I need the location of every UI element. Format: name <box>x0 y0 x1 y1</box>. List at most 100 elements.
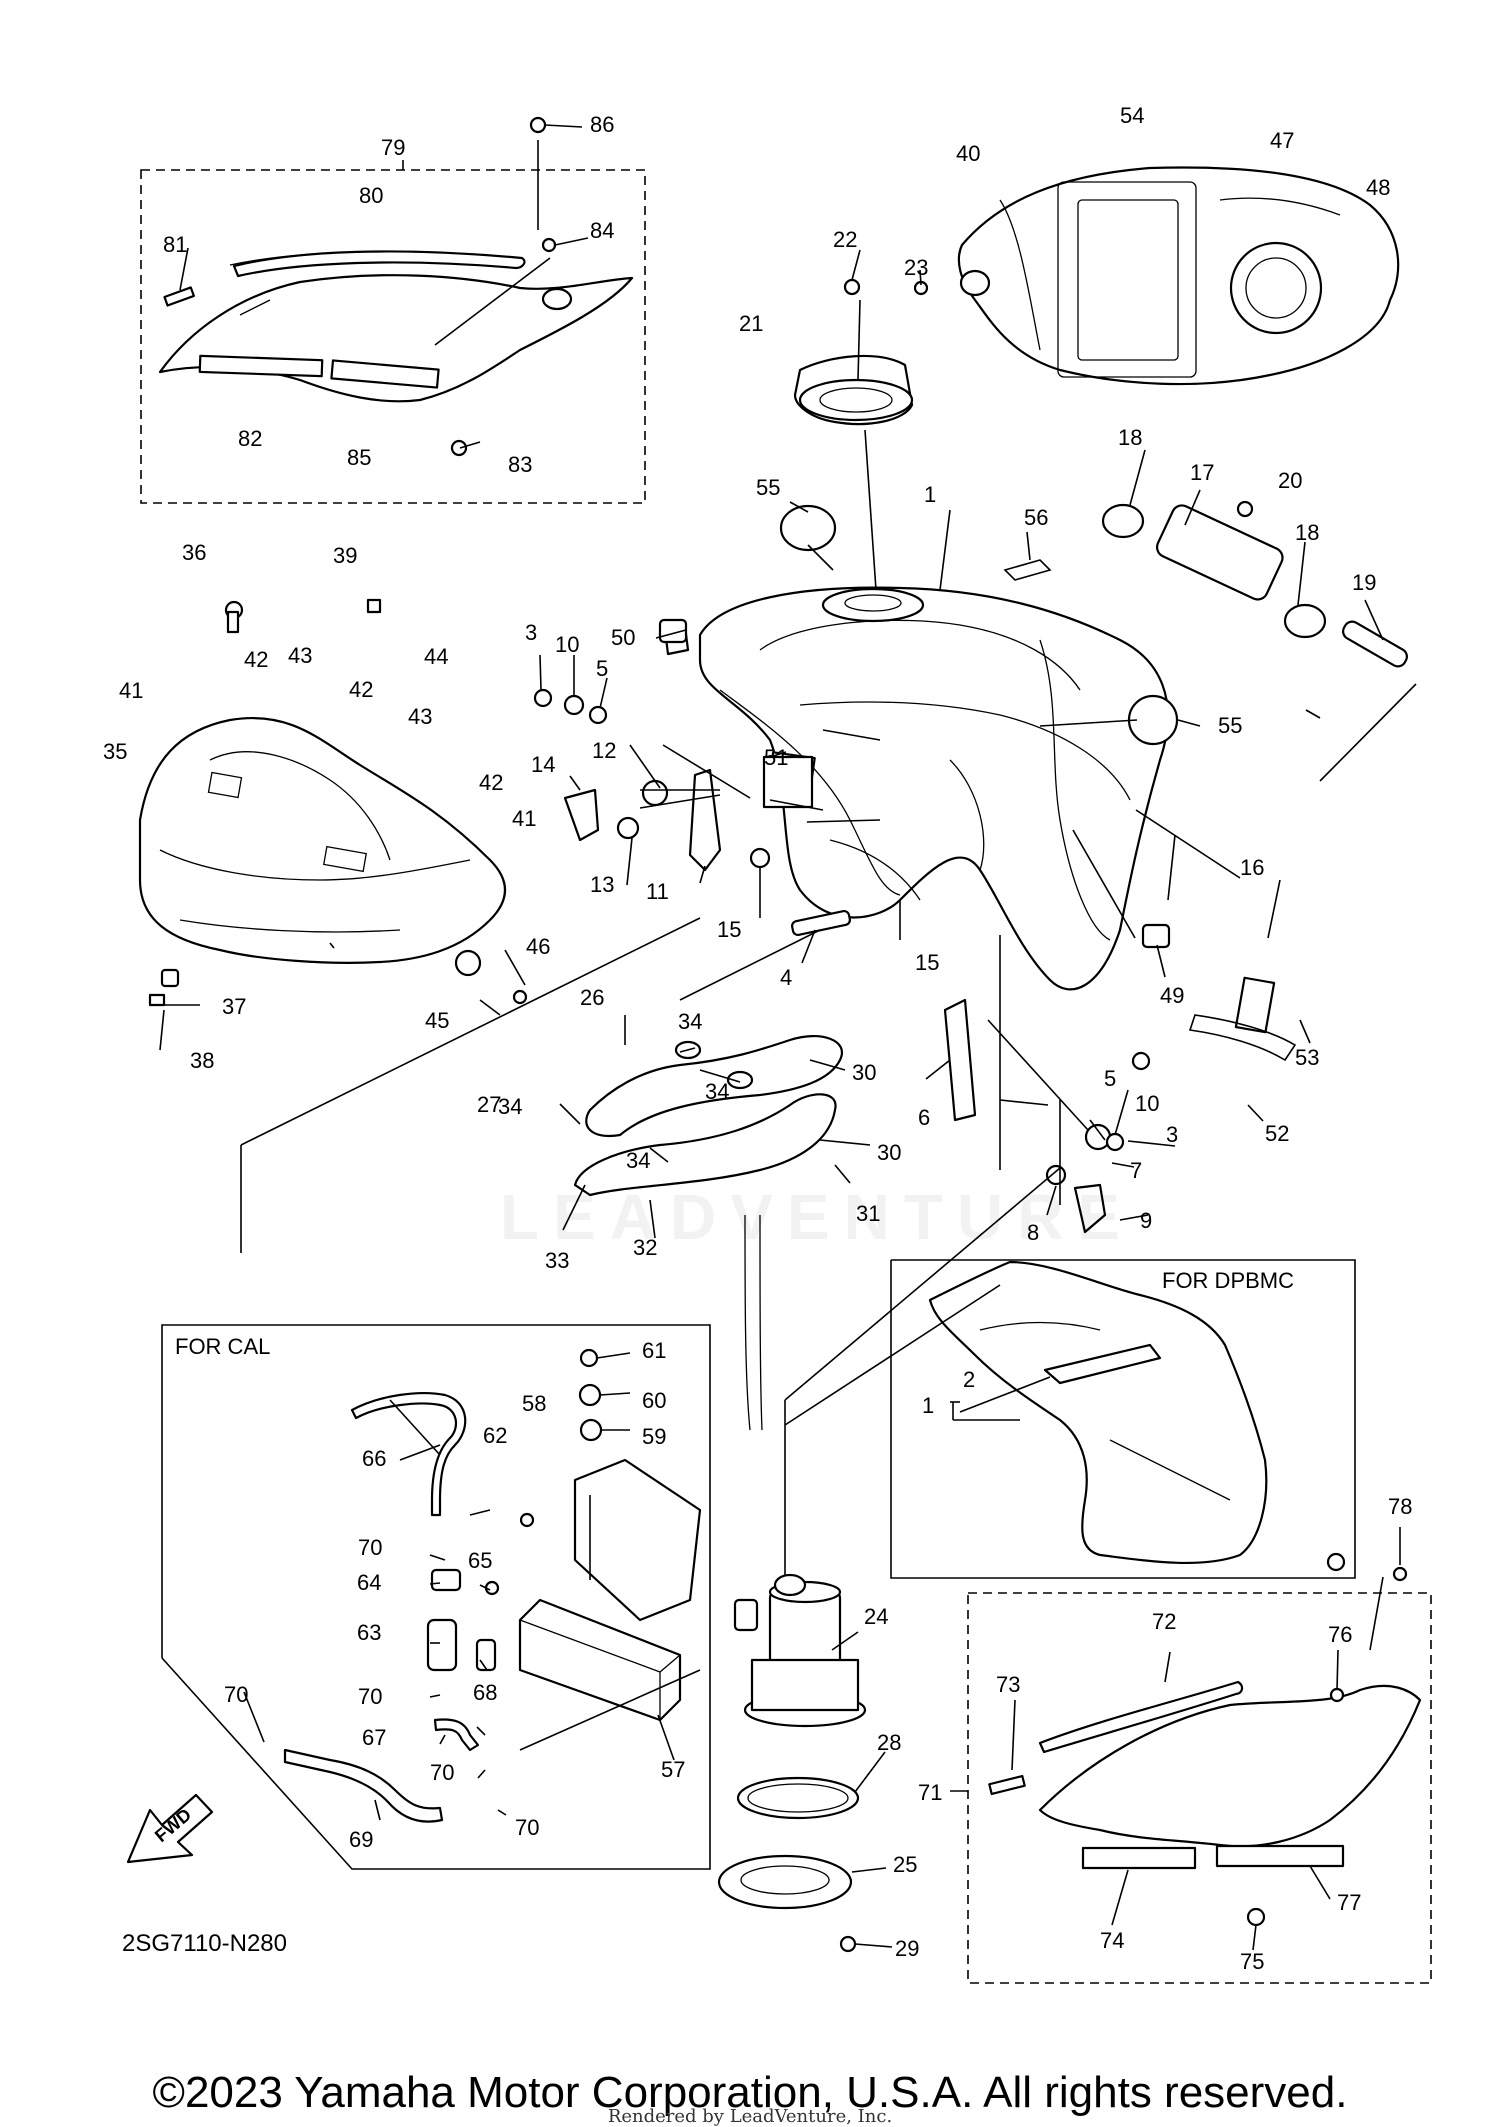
fuel-pump-plate <box>717 1854 853 1910</box>
callout-11: 11 <box>646 879 669 904</box>
callout-28: 28 <box>877 1730 901 1755</box>
callout-22: 22 <box>833 227 857 252</box>
callout-63: 63 <box>357 1620 381 1645</box>
callout-14: 14 <box>531 752 555 777</box>
callout-34c: 34 <box>498 1094 522 1119</box>
callout-19: 19 <box>1352 570 1376 595</box>
callout-37: 37 <box>222 994 246 1019</box>
callout-18a: 18 <box>1118 425 1142 450</box>
callout-58: 58 <box>522 1391 546 1416</box>
callout-70b: 70 <box>358 1684 382 1709</box>
dpbmc-tank-view <box>928 1260 1268 1564</box>
callout-20: 20 <box>1278 468 1302 493</box>
callout-76: 76 <box>1328 1622 1352 1647</box>
callout-70c: 70 <box>224 1682 248 1707</box>
callout-40: 40 <box>956 141 980 166</box>
callout-42a: 42 <box>244 647 268 672</box>
callout-68: 68 <box>473 1680 497 1705</box>
callout-6: 6 <box>918 1105 930 1130</box>
callout-79: 79 <box>381 135 405 160</box>
callout-38: 38 <box>190 1048 214 1073</box>
callout-52: 52 <box>1265 1121 1289 1146</box>
side-cover-lower <box>988 1680 1422 1870</box>
callout-81: 81 <box>163 232 187 257</box>
hose-67 <box>433 1718 480 1752</box>
callout-18b: 18 <box>1295 520 1319 545</box>
callout-69: 69 <box>349 1827 373 1852</box>
callout-5b: 5 <box>1104 1066 1116 1091</box>
callout-54: 54 <box>1120 103 1144 128</box>
callout-34d: 34 <box>626 1148 650 1173</box>
callout-36: 36 <box>182 540 206 565</box>
callout-60: 60 <box>642 1388 666 1413</box>
callout-65: 65 <box>468 1548 492 1573</box>
callout-26: 26 <box>580 985 604 1010</box>
callout-85: 85 <box>347 445 371 470</box>
callout-55b: 55 <box>1218 713 1242 738</box>
hose-69 <box>283 1748 444 1823</box>
callout-55a: 55 <box>756 475 780 500</box>
callout-33: 33 <box>545 1248 569 1273</box>
fuel-tank <box>698 586 1169 991</box>
fuel-pump-plate-inner <box>740 1865 830 1895</box>
side-cover-upper <box>158 250 634 403</box>
callout-17: 17 <box>1190 460 1214 485</box>
rendered-by-note: Rendered by LeadVenture, Inc. <box>607 2106 893 2127</box>
callout-34b: 34 <box>705 1079 729 1104</box>
callout-67: 67 <box>362 1725 386 1750</box>
diagram-code: 2SG7110-N280 <box>122 1930 287 1957</box>
side-cover-left-dashed-box <box>140 169 646 504</box>
canister <box>518 1598 682 1722</box>
callout-70d: 70 <box>430 1760 454 1785</box>
callout-9: 9 <box>1140 1208 1152 1233</box>
callout-numbers: 1 1 2 3 3 4 5 5 6 7 8 9 10 10 11 12 13 1… <box>103 103 1412 1974</box>
callout-35: 35 <box>103 739 127 764</box>
canister-bracket <box>573 1458 702 1622</box>
tank-cover-assembly <box>957 166 1400 386</box>
callout-41a: 41 <box>119 678 143 703</box>
callout-27: 27 <box>477 1092 501 1117</box>
callout-30a: 30 <box>852 1060 876 1085</box>
callout-80: 80 <box>359 183 383 208</box>
side-cover-right-dashed-box <box>967 1592 1432 1984</box>
callout-50: 50 <box>611 625 635 650</box>
callout-16: 16 <box>1240 855 1264 880</box>
fuel-pump-gasket <box>736 1776 860 1820</box>
callout-4: 4 <box>780 965 792 990</box>
fuel-pump <box>733 1573 867 1728</box>
callout-7: 7 <box>1130 1158 1142 1183</box>
callout-61: 61 <box>642 1338 666 1363</box>
callout-45: 45 <box>425 1008 449 1033</box>
callout-3a: 3 <box>525 620 537 645</box>
breather-hose-set <box>573 1035 843 1431</box>
hose-66 <box>350 1392 467 1517</box>
callout-46: 46 <box>526 934 550 959</box>
callout-10a: 10 <box>555 632 579 657</box>
callout-59: 59 <box>642 1424 666 1449</box>
callout-82: 82 <box>238 426 262 451</box>
sheet-56 <box>1003 559 1052 581</box>
callout-57: 57 <box>661 1757 685 1782</box>
fuel-filter-63 <box>426 1618 458 1672</box>
leader-lines <box>159 124 1417 1951</box>
fuel-pump-gasket-inner <box>747 1783 849 1813</box>
callout-83: 83 <box>508 452 532 477</box>
callout-29: 29 <box>895 1936 919 1961</box>
callout-13: 13 <box>590 872 614 897</box>
callout-47: 47 <box>1270 128 1294 153</box>
callout-30b: 30 <box>877 1140 901 1165</box>
callout-75: 75 <box>1240 1949 1264 1974</box>
callout-70a: 70 <box>358 1535 382 1560</box>
callout-43a: 43 <box>288 643 312 668</box>
callout-23: 23 <box>904 255 928 280</box>
callout-15b: 15 <box>915 950 939 975</box>
callout-86: 86 <box>590 112 614 137</box>
callout-62: 62 <box>483 1423 507 1448</box>
callout-43b: 43 <box>408 704 432 729</box>
callout-24: 24 <box>864 1604 888 1629</box>
callout-5a: 5 <box>596 656 608 681</box>
for-dpbmc-box <box>890 1259 1356 1579</box>
callout-2: 2 <box>963 1367 975 1392</box>
callout-64: 64 <box>357 1570 381 1595</box>
